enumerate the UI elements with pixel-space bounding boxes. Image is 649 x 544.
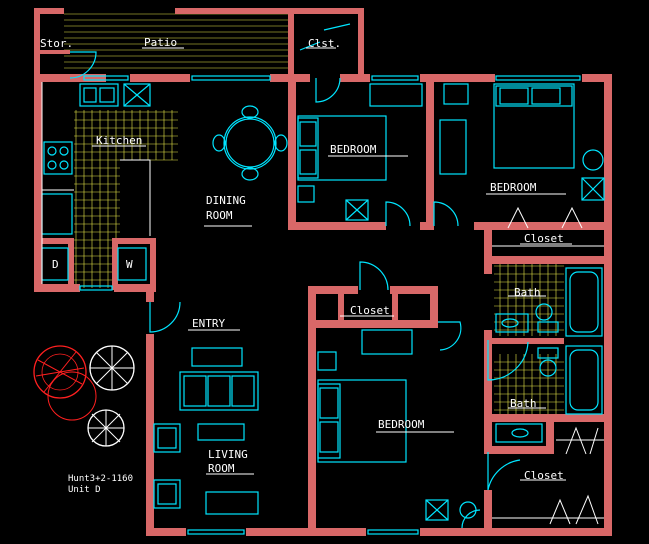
dryer-label: D bbox=[52, 258, 59, 271]
unit-code-label: Hunt3+2-1160 bbox=[68, 474, 133, 484]
living-room-label-1: LIVING bbox=[208, 448, 248, 461]
label-underlines bbox=[92, 47, 572, 481]
closet-bottom-label: Closet bbox=[524, 469, 564, 482]
bedroom-3-furniture bbox=[317, 329, 477, 521]
windows bbox=[79, 75, 581, 535]
closet-right-label: Closet bbox=[524, 232, 564, 245]
closet-top-label: Clst. bbox=[308, 37, 341, 50]
entry-label: ENTRY bbox=[192, 317, 225, 330]
patio-hatch bbox=[64, 13, 290, 69]
closet-doors-bottom bbox=[492, 426, 604, 525]
bedroom-1-label: BEDROOM bbox=[330, 143, 377, 156]
walls bbox=[34, 8, 612, 536]
landscape-trees bbox=[33, 345, 135, 447]
room-labels: Stor. Patio Clst. Kitchen DINING ROOM BE… bbox=[40, 36, 564, 495]
dining-table bbox=[212, 105, 288, 181]
kitchen-fixtures bbox=[41, 83, 151, 281]
doors bbox=[69, 23, 529, 529]
kitchen-tile-grid bbox=[74, 110, 178, 288]
closet-doors-right bbox=[492, 206, 604, 247]
living-room-furniture bbox=[153, 347, 259, 515]
patio-label: Patio bbox=[144, 36, 177, 49]
bath-fixtures bbox=[495, 267, 603, 443]
unit-name-label: Unit D bbox=[68, 485, 101, 495]
bedroom-3-label: BEDROOM bbox=[378, 418, 425, 431]
dining-room-label-1: DINING bbox=[206, 194, 246, 207]
closet-mid-label: Closet bbox=[350, 304, 390, 317]
bedroom-2-label: BEDROOM bbox=[490, 181, 537, 194]
dining-room-label-2: ROOM bbox=[206, 209, 233, 222]
bedroom-2-furniture bbox=[439, 83, 605, 201]
kitchen-label: Kitchen bbox=[96, 134, 142, 147]
bedroom-1-furniture bbox=[297, 83, 423, 221]
kitchen-counters bbox=[41, 82, 151, 284]
bath-tile-grid bbox=[494, 264, 564, 416]
storage-label: Stor. bbox=[40, 37, 73, 50]
living-room-label-2: ROOM bbox=[208, 462, 235, 475]
bath-1-label: Bath bbox=[514, 286, 541, 299]
bath-2-label: Bath bbox=[510, 397, 537, 410]
washer-label: W bbox=[126, 258, 133, 271]
